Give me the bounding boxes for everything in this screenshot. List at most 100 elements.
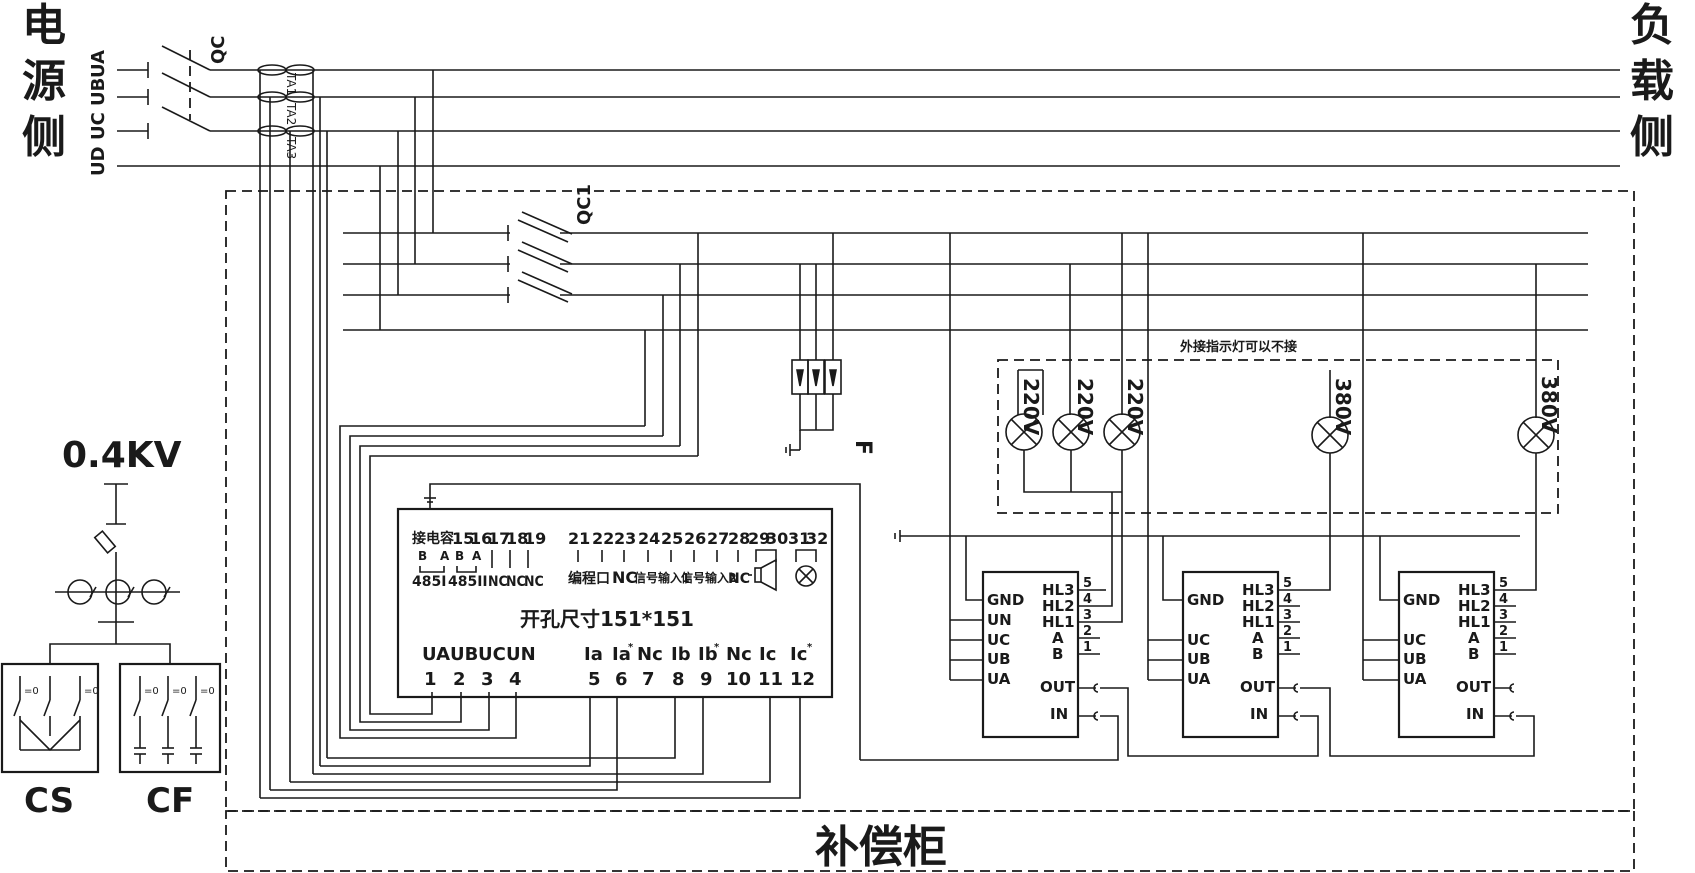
star-ic: *	[807, 642, 813, 653]
term-15: 15	[452, 529, 474, 548]
module-3-hl3: HL3	[1458, 581, 1491, 599]
term-ib-label: Ib	[671, 644, 691, 665]
module-1-num-3: 3	[1083, 608, 1092, 623]
module-2-out: OUT	[1240, 678, 1276, 696]
fuse-group: F	[785, 233, 875, 456]
nc-17-label: NC	[488, 574, 508, 590]
fuse-label: F	[850, 440, 875, 455]
term-num-7: 7	[642, 669, 655, 690]
load-side-label: 负 载 侧	[1630, 0, 1674, 163]
module-3-hl2: HL2	[1458, 597, 1491, 615]
cutout-size-label: 开孔尺寸151*151	[520, 607, 694, 631]
cs-unit: =0 =0	[0, 662, 100, 774]
module-1-hl1: HL1	[1042, 613, 1075, 631]
module-2-num-2: 2	[1283, 624, 1292, 639]
module-2-uc: UC	[1187, 631, 1210, 649]
term-num-2: 2	[453, 669, 466, 690]
cs-switch-mark-1: =0	[24, 686, 39, 697]
module-2-num-1: 1	[1283, 640, 1292, 655]
term-27: 27	[707, 529, 729, 548]
nc-23-label: NC	[612, 568, 637, 587]
phase-labels: UA UB UC UD	[88, 50, 109, 176]
signal-input-1-label: 信号输入1	[634, 570, 690, 585]
lamp-label-380-1: 380V	[1331, 378, 1355, 436]
speaker-icon	[748, 558, 777, 592]
module-1-uc: UC	[987, 631, 1010, 649]
term-25: 25	[661, 529, 683, 548]
module-1-ub: UB	[987, 650, 1011, 668]
lamp-label-220-1: 220V	[1019, 378, 1043, 436]
controller-ground	[424, 483, 861, 760]
phase-label-ub: UB	[88, 78, 109, 106]
module-chain	[860, 687, 1535, 761]
cf-box	[118, 662, 222, 774]
lamp-label-220-2: 220V	[1073, 378, 1097, 436]
module-3-num-3: 3	[1499, 608, 1508, 623]
controller-bottom-terminals: UA UB UC UN Ia Ia Nc Ib Ib Nc Ic Ic * * …	[422, 642, 815, 690]
module-3-gnd: GND	[1403, 591, 1440, 609]
phase-label-ua: UA	[88, 50, 109, 78]
cabinet-label: 补偿柜	[815, 822, 947, 873]
term-19: 19	[524, 529, 546, 548]
term-18: 18	[506, 529, 528, 548]
voltage-label: 0.4KV	[62, 435, 182, 476]
source-char-2: 源	[22, 56, 66, 107]
module-3-a: A	[1468, 629, 1480, 647]
term-num-10: 10	[726, 669, 751, 690]
load-char-2: 载	[1630, 56, 1674, 107]
term-un-label: UN	[506, 644, 536, 665]
controller-top-terminals: 接电容 15 16 17 18 19 B A B A 485I 485II NC…	[412, 529, 546, 590]
internal-bus	[343, 211, 1588, 331]
module-3-num-4: 4	[1499, 592, 1508, 607]
ta3-label: TA3	[284, 136, 298, 159]
indicator-note: 外接指示灯可以不接	[1179, 339, 1297, 355]
module-1-ua: UA	[987, 670, 1011, 688]
nc-19-label: NC	[524, 574, 544, 590]
module-1-hl3: HL3	[1042, 581, 1075, 599]
term-ua-label: UA	[422, 644, 450, 665]
term-num-12: 12	[790, 669, 815, 690]
load-char-1: 负	[1630, 0, 1674, 51]
term-ic-label: Ic	[759, 644, 776, 665]
cf-label: CF	[146, 781, 194, 821]
source-char-1: 电	[22, 0, 66, 51]
nc-18-label: NC	[506, 574, 526, 590]
rs485-2-label: 485II	[448, 574, 488, 590]
source-char-3: 侧	[22, 112, 66, 163]
module-3-num-2: 2	[1499, 624, 1508, 639]
module-2-ua: UA	[1187, 670, 1211, 688]
term-num-1: 1	[424, 669, 437, 690]
module-2-hl2: HL2	[1242, 597, 1275, 615]
module-1-num-4: 4	[1083, 592, 1092, 607]
indicator-lamps: 220V 220V 220V 380V 380V	[1005, 233, 1561, 493]
term-ia-star-label: Ia	[612, 644, 631, 665]
module-1-un: UN	[987, 611, 1012, 629]
term-26: 26	[684, 529, 706, 548]
term-num-8: 8	[672, 669, 685, 690]
cf-switch-mark-1: =0	[144, 686, 159, 697]
module-2-num-5: 5	[1283, 576, 1292, 591]
term-22: 22	[592, 529, 614, 548]
cf-unit: =0 =0 =0	[118, 662, 222, 774]
term-17: 17	[488, 529, 510, 548]
term-ib-star-label: Ib	[698, 644, 718, 665]
module-ground-bus	[894, 530, 1520, 542]
star-ia: *	[628, 642, 634, 653]
term-ic-star-label: Ic	[790, 644, 807, 665]
module-3-ub: UB	[1403, 650, 1427, 668]
term-ia-label: Ia	[584, 644, 603, 665]
cabinet-label-box	[225, 810, 1635, 872]
program-port-label: 编程口	[568, 570, 610, 587]
module-1-num-2: 2	[1083, 624, 1092, 639]
term-num-11: 11	[758, 669, 783, 690]
current-transformers: TA1 TA2 TA3	[257, 64, 315, 159]
capacitor-module-2: GND UC UB UA HL3 HL2 HL1 A B OUT IN 5 4 …	[1147, 233, 1331, 739]
phase-label-ud: UD	[88, 146, 109, 176]
term-num-9: 9	[700, 669, 713, 690]
qc-label: QC	[208, 35, 229, 64]
load-char-3: 侧	[1630, 112, 1674, 163]
nc-28-label: NC	[728, 571, 750, 587]
qc1-label: QC1	[574, 184, 595, 225]
module-1-out: OUT	[1040, 678, 1076, 696]
module-2-num-4: 4	[1283, 592, 1292, 607]
